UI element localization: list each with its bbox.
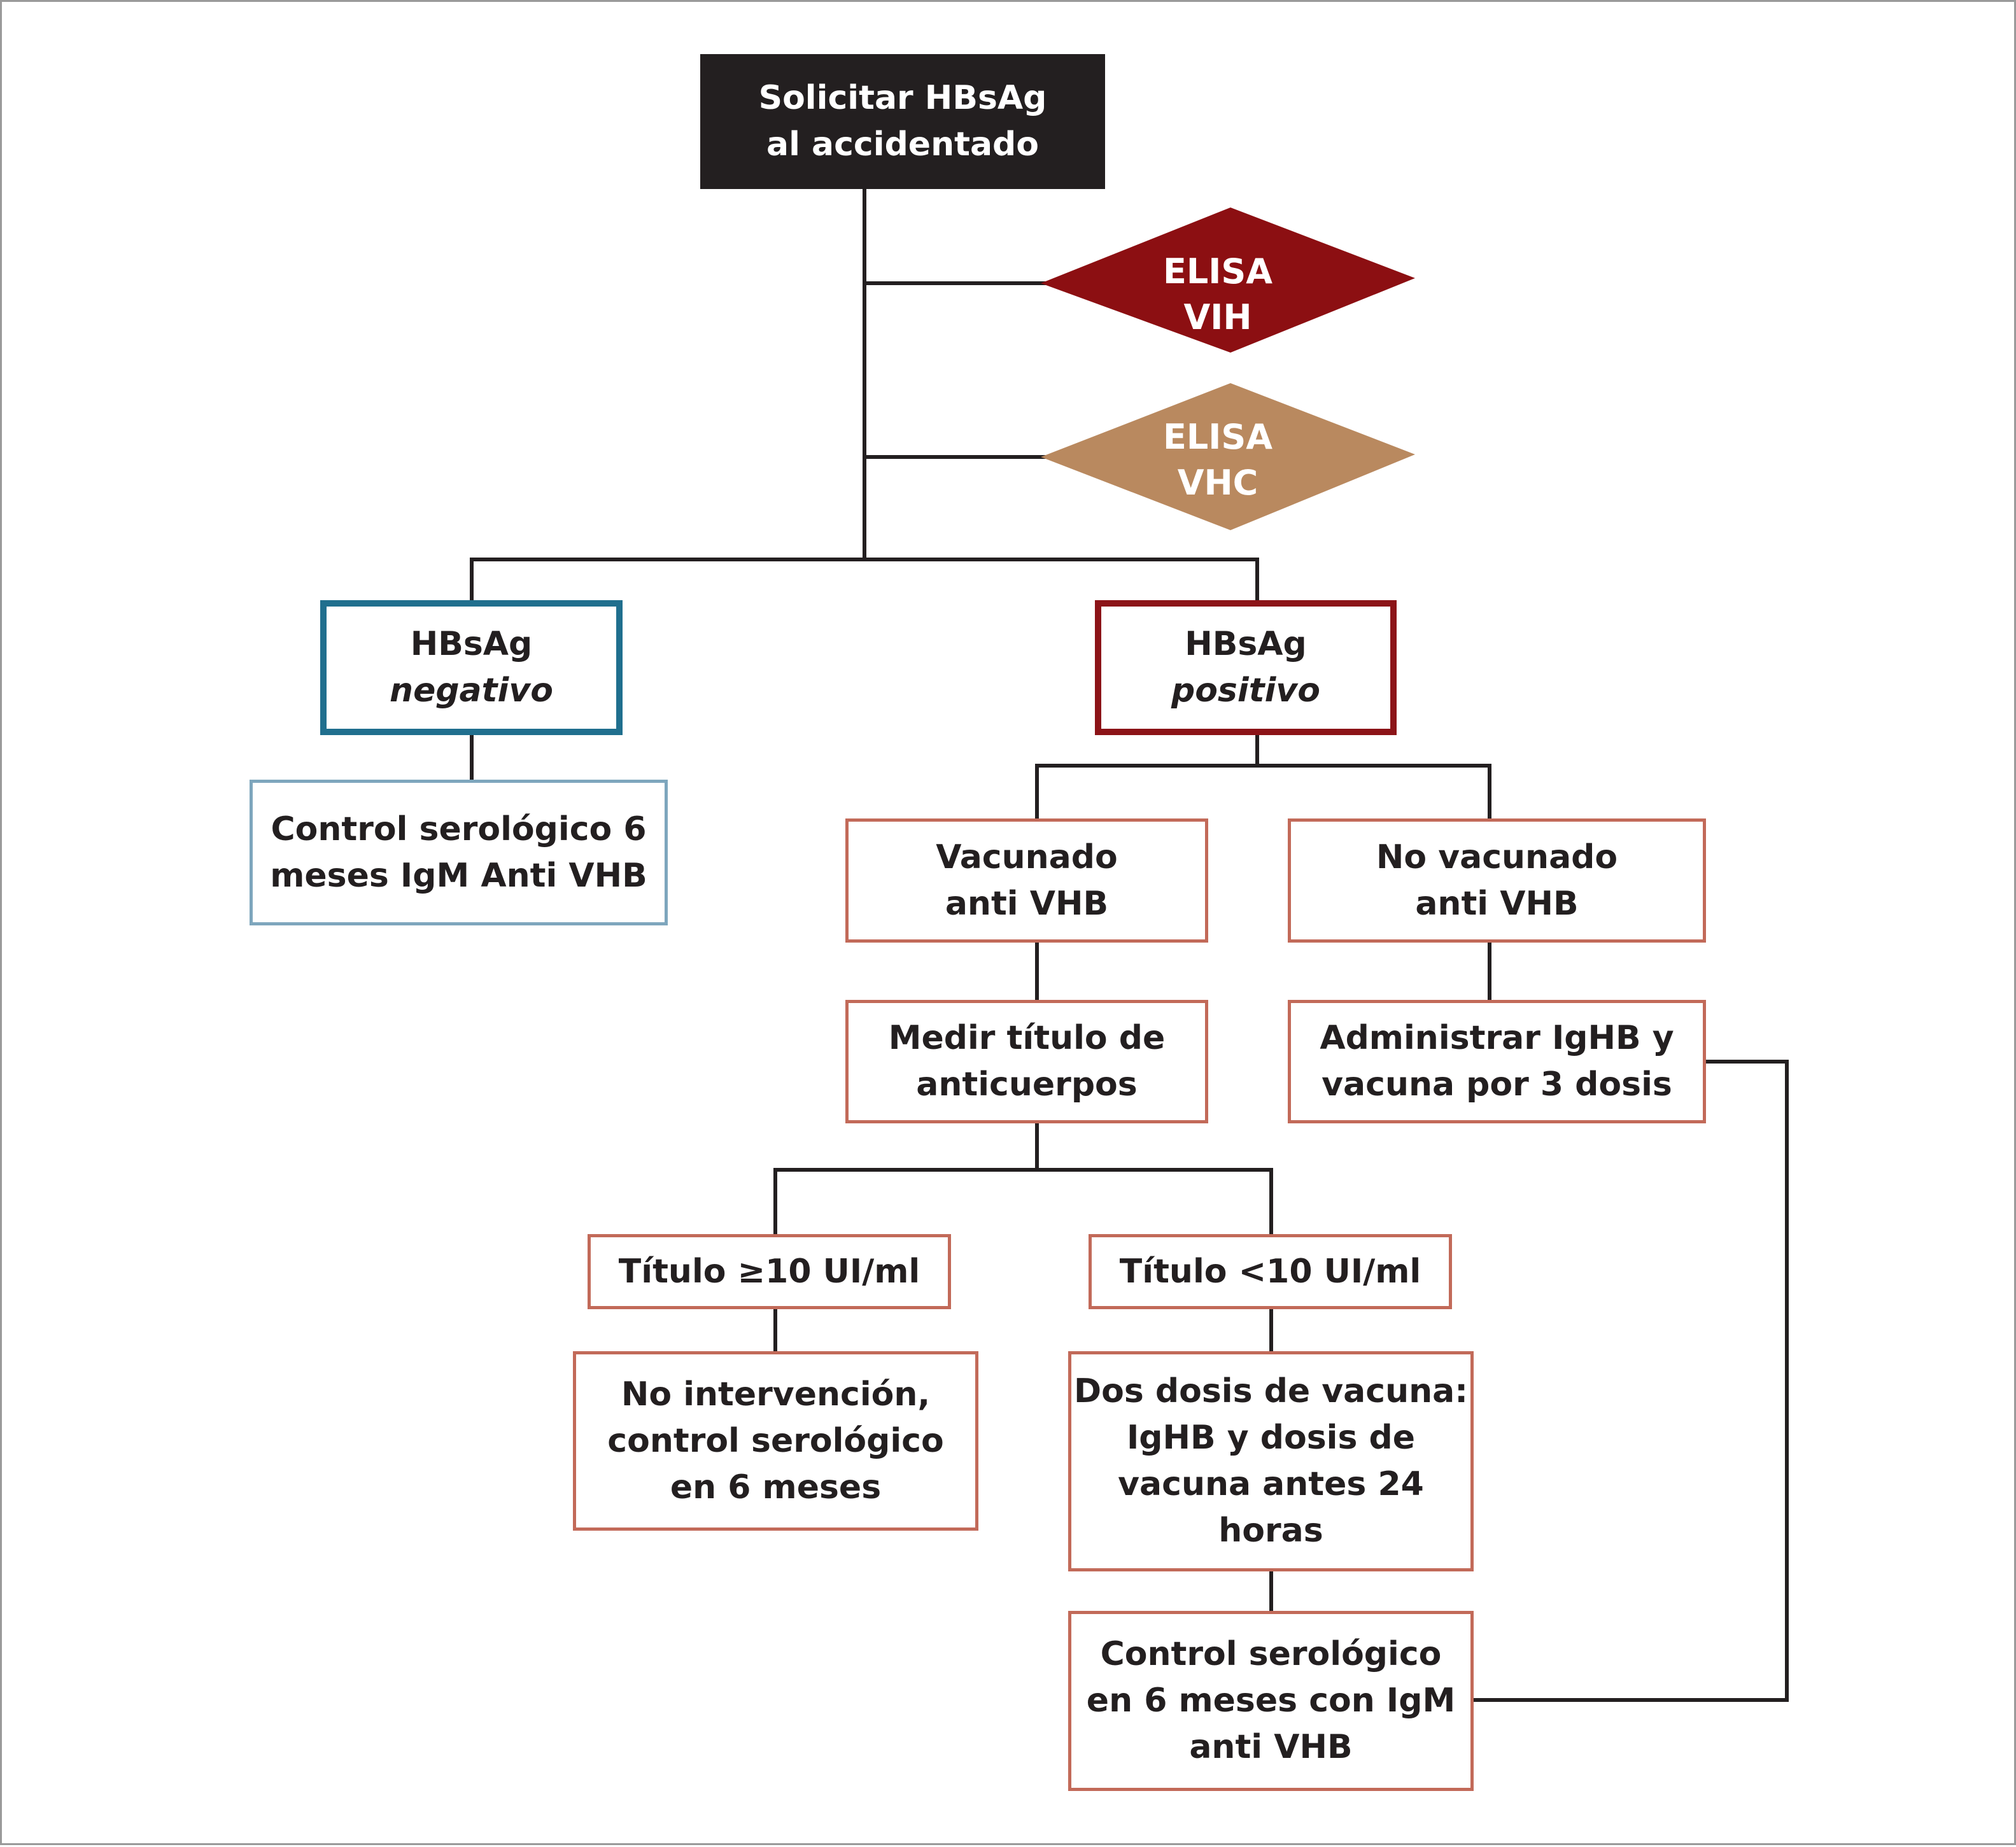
titulo-menor-10-box: Título <10 UI/ml <box>1089 1234 1452 1309</box>
no-intervencion-line3: en 6 meses <box>670 1468 882 1506</box>
solicitar-line2: al accidentado <box>766 125 1039 164</box>
administrar-line2: vacuna por 3 dosis <box>1322 1065 1672 1104</box>
no-intervencion-box: No intervención, control serológico en 6… <box>573 1351 978 1531</box>
no-vacunado-line1: No vacunado <box>1376 838 1618 876</box>
dos-dosis-line3: vacuna antes 24 <box>1118 1465 1424 1503</box>
dos-dosis-line2: IgHB y dosis de <box>1126 1419 1416 1457</box>
vacunado-line2: anti VHB <box>945 884 1109 923</box>
titulo-bajo-line1: Título <10 UI/ml <box>1119 1252 1421 1291</box>
elisa-vih-line2: VIH <box>1183 297 1252 337</box>
hbsag-negativo-box: HBsAg negativo <box>320 600 623 735</box>
vacunado-line1: Vacunado <box>936 838 1118 876</box>
elisa-vih-line1: ELISA <box>1162 251 1273 291</box>
administrar-line1: Administrar IgHB y <box>1320 1019 1674 1057</box>
medir-titulo-line2: anticuerpos <box>916 1065 1138 1104</box>
elisa-vhc-label: ELISA VHC <box>1129 409 1307 511</box>
titulo-mayor-10-box: Título ≥10 UI/ml <box>588 1234 951 1309</box>
no-vacunado-box: No vacunado anti VHB <box>1288 818 1706 943</box>
no-intervencion-line2: control serológico <box>607 1421 944 1460</box>
dos-dosis-line1: Dos dosis de vacuna: <box>1073 1372 1469 1410</box>
control-final-line1: Control serológico <box>1100 1635 1442 1673</box>
solicitar-line1: Solicitar HBsAg <box>758 79 1047 117</box>
control-negativo-line1: Control serológico 6 <box>271 810 647 848</box>
diamond-elisa-vhc <box>1041 383 1415 530</box>
connector-line <box>1470 1060 1789 1702</box>
elisa-vhc-line2: VHC <box>1177 463 1258 503</box>
diamond-elisa-vih <box>1041 207 1415 353</box>
control-serologico-final-box: Control serológico en 6 meses con IgM an… <box>1068 1611 1474 1791</box>
vacunado-box: Vacunado anti VHB <box>845 818 1208 943</box>
control-final-line2: en 6 meses con IgM <box>1086 1682 1456 1720</box>
control-serologico-negativo-box: Control serológico 6 meses IgM Anti VHB <box>250 780 668 925</box>
control-negativo-line2: meses IgM Anti VHB <box>270 856 647 895</box>
titulo-alto-line1: Título ≥10 UI/ml <box>618 1252 920 1291</box>
elisa-vhc-line1: ELISA <box>1162 417 1273 457</box>
hbsag-positivo-line2: positivo <box>1171 671 1321 710</box>
medir-titulo-line1: Medir título de <box>888 1019 1166 1057</box>
hbsag-negativo-line1: HBsAg <box>410 625 533 663</box>
no-vacunado-line2: anti VHB <box>1415 884 1579 923</box>
medir-titulo-box: Medir título de anticuerpos <box>845 1000 1208 1123</box>
hbsag-positivo-box: HBsAg positivo <box>1095 600 1397 735</box>
control-final-line3: anti VHB <box>1189 1728 1353 1766</box>
hbsag-positivo-line1: HBsAg <box>1185 625 1307 663</box>
hbsag-negativo-line2: negativo <box>390 671 553 710</box>
elisa-vih-label: ELISA VIH <box>1129 244 1307 346</box>
administrar-igbh-box: Administrar IgHB y vacuna por 3 dosis <box>1288 1000 1706 1123</box>
dos-dosis-line4: horas <box>1218 1512 1323 1550</box>
solicitar-hbsag-box: Solicitar HBsAg al accidentado <box>700 54 1105 189</box>
no-intervencion-line1: No intervención, <box>621 1375 931 1414</box>
dos-dosis-vacuna-box: Dos dosis de vacuna: IgHB y dosis de vac… <box>1068 1351 1474 1571</box>
